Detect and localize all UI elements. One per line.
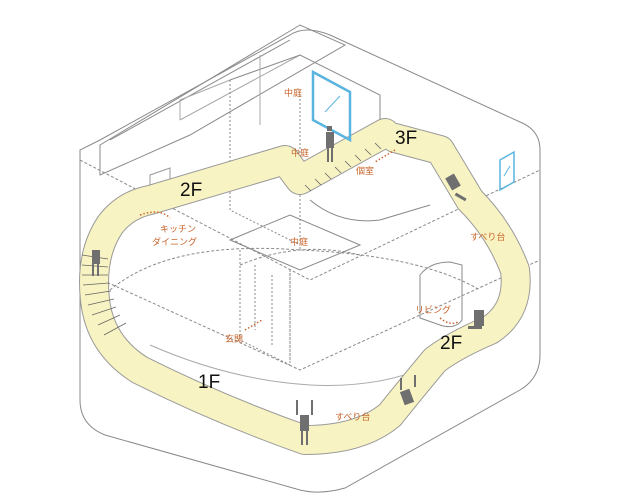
label-kitchen: キッチン [160, 225, 197, 235]
side-window [499, 150, 515, 192]
label-living: リビング [415, 306, 452, 316]
label-courtyard-mid: 中庭 [291, 149, 310, 159]
label-slide-upper: すべり台 [470, 233, 506, 243]
stair-steps [81, 142, 382, 336]
skylight-window [311, 69, 352, 143]
floor-label-3f: 3F [395, 128, 418, 149]
people-figures [92, 126, 484, 445]
floor-label-2f-right: 2F [440, 333, 463, 354]
label-entrance: 玄関 [225, 335, 244, 345]
spiral-ramp [79, 118, 531, 455]
outer-shell [79, 29, 541, 493]
label-courtyard-center: 中庭 [290, 238, 309, 248]
label-private-room: 個室 [356, 167, 375, 177]
label-slide-lower: すべり台 [335, 413, 371, 423]
floor-label-2f-left: 2F [180, 180, 203, 201]
label-dining: ダイニング [152, 238, 198, 248]
label-courtyard-top: 中庭 [284, 89, 303, 99]
floor-label-1f: 1F [198, 372, 221, 393]
